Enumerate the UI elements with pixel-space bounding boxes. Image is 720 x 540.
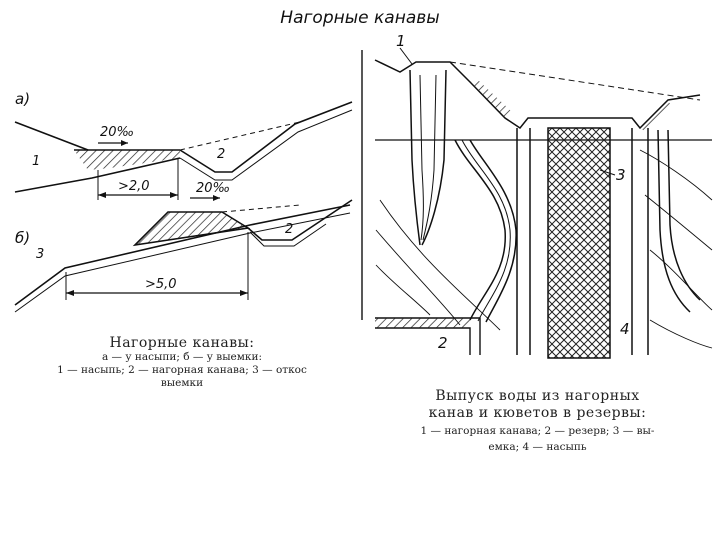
caption-left: Нагорные канавы: а — у насыпи; б — у вые… — [14, 335, 350, 390]
caption-left-line3: выемки — [160, 377, 204, 389]
number-1-right: 1 — [396, 32, 406, 50]
number-2a-left: 2 — [217, 147, 225, 162]
embankment-slope-a — [14, 121, 89, 151]
figure-b — [14, 199, 353, 313]
outlet-channel — [454, 139, 506, 321]
distance-label-b: >5,0 — [145, 277, 177, 292]
embankment-4 — [547, 127, 611, 359]
caption-right-line2: емка; 4 — насыпь — [488, 441, 587, 453]
caption-right-title-1: Выпуск воды из нагорных — [435, 388, 640, 404]
caption-right-title-2: канав и кюветов в резервы: — [428, 405, 647, 421]
caption-right: Выпуск воды из нагорных канав и кюветов … — [365, 388, 710, 454]
number-4-right: 4 — [620, 320, 630, 338]
caption-left-line1: а — у насыпи; б — у выемки: — [101, 351, 263, 363]
ditch-1-channel — [409, 69, 421, 246]
number-1-left: 1 — [32, 154, 40, 169]
caption-left-line2: 1 — насыпь; 2 — нагорная канава; 3 — отк… — [57, 364, 307, 376]
slide-title: Нагорные канавы — [280, 8, 440, 28]
ground-line-a — [14, 157, 181, 193]
upland-ditch-b — [247, 199, 353, 241]
number-3-left: 3 — [36, 247, 44, 262]
spoil-bank-b — [132, 211, 251, 247]
number-2-right: 2 — [438, 334, 448, 352]
caption-right-line1: 1 — нагорная канава; 2 — резерв; 3 — вы- — [420, 425, 655, 437]
number-2b-left: 2 — [285, 222, 293, 237]
distance-label-a: >2,0 — [118, 179, 150, 194]
upland-ditch-a — [179, 101, 353, 173]
number-3-right: 3 — [616, 166, 626, 184]
slope-label-a1: 20‰ — [100, 125, 134, 140]
label-a: а) — [15, 90, 30, 108]
label-b: б) — [15, 229, 30, 247]
ground-line-b — [14, 204, 351, 306]
slope-label-a2: 20‰ — [196, 181, 230, 196]
ditch-hatch-right — [640, 100, 672, 132]
caption-left-title: Нагорные канавы: — [109, 335, 255, 351]
figure-a — [14, 101, 353, 201]
ditch-hatch-left — [470, 80, 512, 118]
outlet-figure — [361, 47, 713, 359]
berm-hatch-a — [74, 150, 180, 170]
